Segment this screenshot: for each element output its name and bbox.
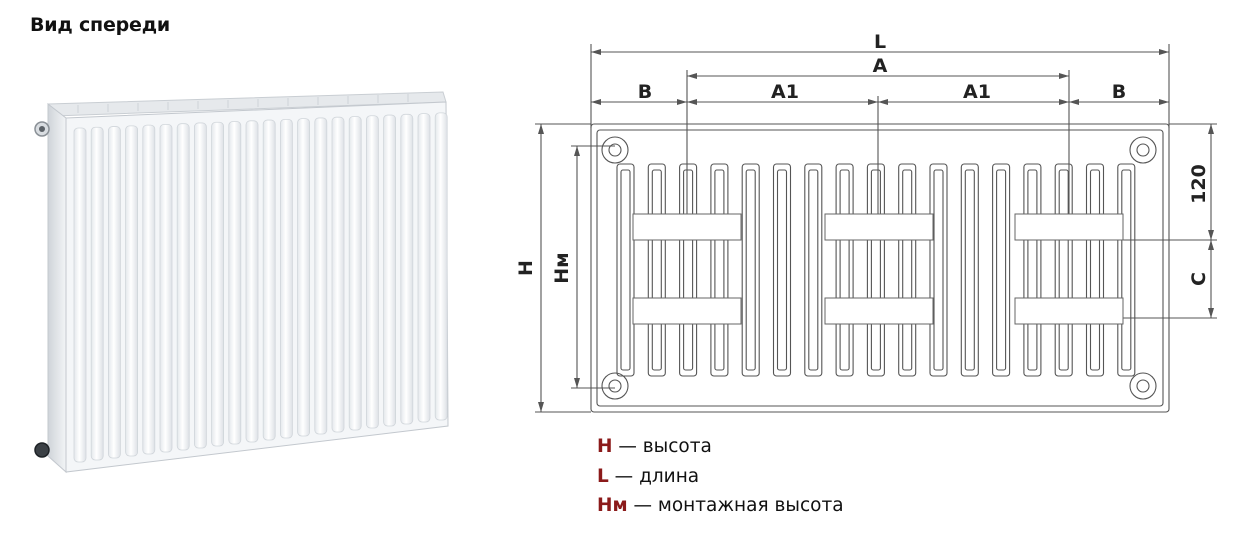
radiator-fin	[383, 114, 397, 427]
drawing-fin-inner	[1089, 169, 1101, 371]
drawing-fin	[835, 163, 854, 377]
radiator-fin	[434, 112, 448, 421]
page-title: Вид спереди	[30, 14, 170, 36]
drawing-fin-inner	[870, 169, 881, 371]
radiator-fin	[297, 118, 311, 437]
dim-label-Hm: Hм	[551, 252, 573, 283]
radiator-fin	[400, 113, 414, 425]
drawing-fin-inner	[808, 169, 819, 371]
radiator-fin	[159, 124, 173, 453]
drawing-fin	[992, 163, 1011, 377]
drawing-fin-inner	[745, 169, 756, 371]
drawing-fin	[866, 163, 885, 377]
drawing-fin-inner	[964, 169, 975, 371]
legend-text: монтажная высота	[657, 495, 844, 516]
drawing-fin	[710, 163, 729, 377]
radiator-fin	[193, 122, 207, 449]
legend-key: H	[597, 436, 613, 457]
dim-label-A: A	[873, 55, 888, 77]
drawing-fin	[679, 163, 698, 377]
legend-item-height: H — высота	[597, 432, 844, 462]
radiator-fin	[245, 120, 259, 443]
legend-key: L	[597, 465, 609, 487]
radiator-fin	[279, 118, 293, 439]
dim-label-A1-left: A1	[771, 81, 799, 103]
drawing-fin-inner	[839, 169, 850, 371]
radiator-fin	[365, 115, 379, 429]
drawing-fin	[1023, 163, 1042, 377]
dim-label-B-left: B	[638, 81, 652, 103]
dim-label-L: L	[874, 31, 886, 53]
dimension-drawing: L A B A1 A1 B H Hм 120 C	[515, 31, 1217, 413]
radiator-fin	[262, 119, 276, 441]
dim-label-120: 120	[1188, 164, 1210, 204]
drawing-fin-inner	[933, 169, 944, 371]
drawing-fin-inner	[1121, 169, 1132, 371]
drawing-fin	[772, 163, 792, 377]
legend-separator: —	[612, 436, 643, 457]
dim-label-B-right: B	[1112, 81, 1126, 103]
drawing-fin-inner	[776, 169, 788, 371]
legend-item-mounting-height: Hм — монтажная высота	[597, 491, 844, 521]
drawing-fin	[1085, 163, 1105, 377]
legend-text: длина	[639, 465, 700, 487]
drawing-fin	[898, 163, 917, 377]
drawing-fin	[1117, 163, 1136, 377]
radiator-fin	[228, 121, 242, 445]
radiator-fin	[331, 116, 345, 433]
drawing-fin	[741, 163, 760, 377]
radiator-fin	[211, 121, 225, 447]
dim-label-A1-right: A1	[963, 81, 991, 103]
legend-item-length: L — длина	[597, 462, 844, 492]
radiator-fin	[348, 116, 362, 431]
radiator-fin	[108, 126, 121, 459]
legend: H — высота L — длина Hм — монтажная высо…	[597, 432, 844, 521]
radiator-fin	[417, 113, 431, 423]
drawing-fin-inner	[651, 169, 662, 371]
radiator-photo	[34, 91, 449, 474]
radiator-fin	[142, 124, 156, 455]
drawing-fin-inner	[714, 169, 725, 371]
drawing-fin-inner	[1058, 169, 1069, 371]
dim-label-H: H	[515, 260, 537, 276]
legend-text: высота	[642, 436, 712, 457]
radiator-fin	[176, 123, 190, 451]
radiator-fin	[90, 126, 104, 461]
legend-separator: —	[608, 465, 640, 487]
dim-label-C: C	[1188, 272, 1210, 286]
drawing-fin	[804, 163, 823, 377]
drawing-fin-inner	[1027, 169, 1038, 371]
drawing-fin	[960, 163, 979, 377]
legend-key: Hм	[597, 495, 628, 516]
drawing-fin	[616, 163, 635, 377]
drawing-fin-inner	[683, 169, 694, 371]
radiator-fin	[73, 127, 87, 463]
legend-separator: —	[627, 495, 658, 516]
drawing-fin	[647, 163, 666, 377]
drawing-fin-inner	[902, 169, 913, 371]
drawing-fin-inner	[996, 169, 1007, 371]
radiator-fin	[314, 117, 328, 435]
drawing-fin	[929, 163, 948, 377]
radiator-fin	[125, 125, 138, 457]
drawing-fin	[1054, 163, 1073, 377]
drawing-fin-inner	[620, 169, 631, 371]
